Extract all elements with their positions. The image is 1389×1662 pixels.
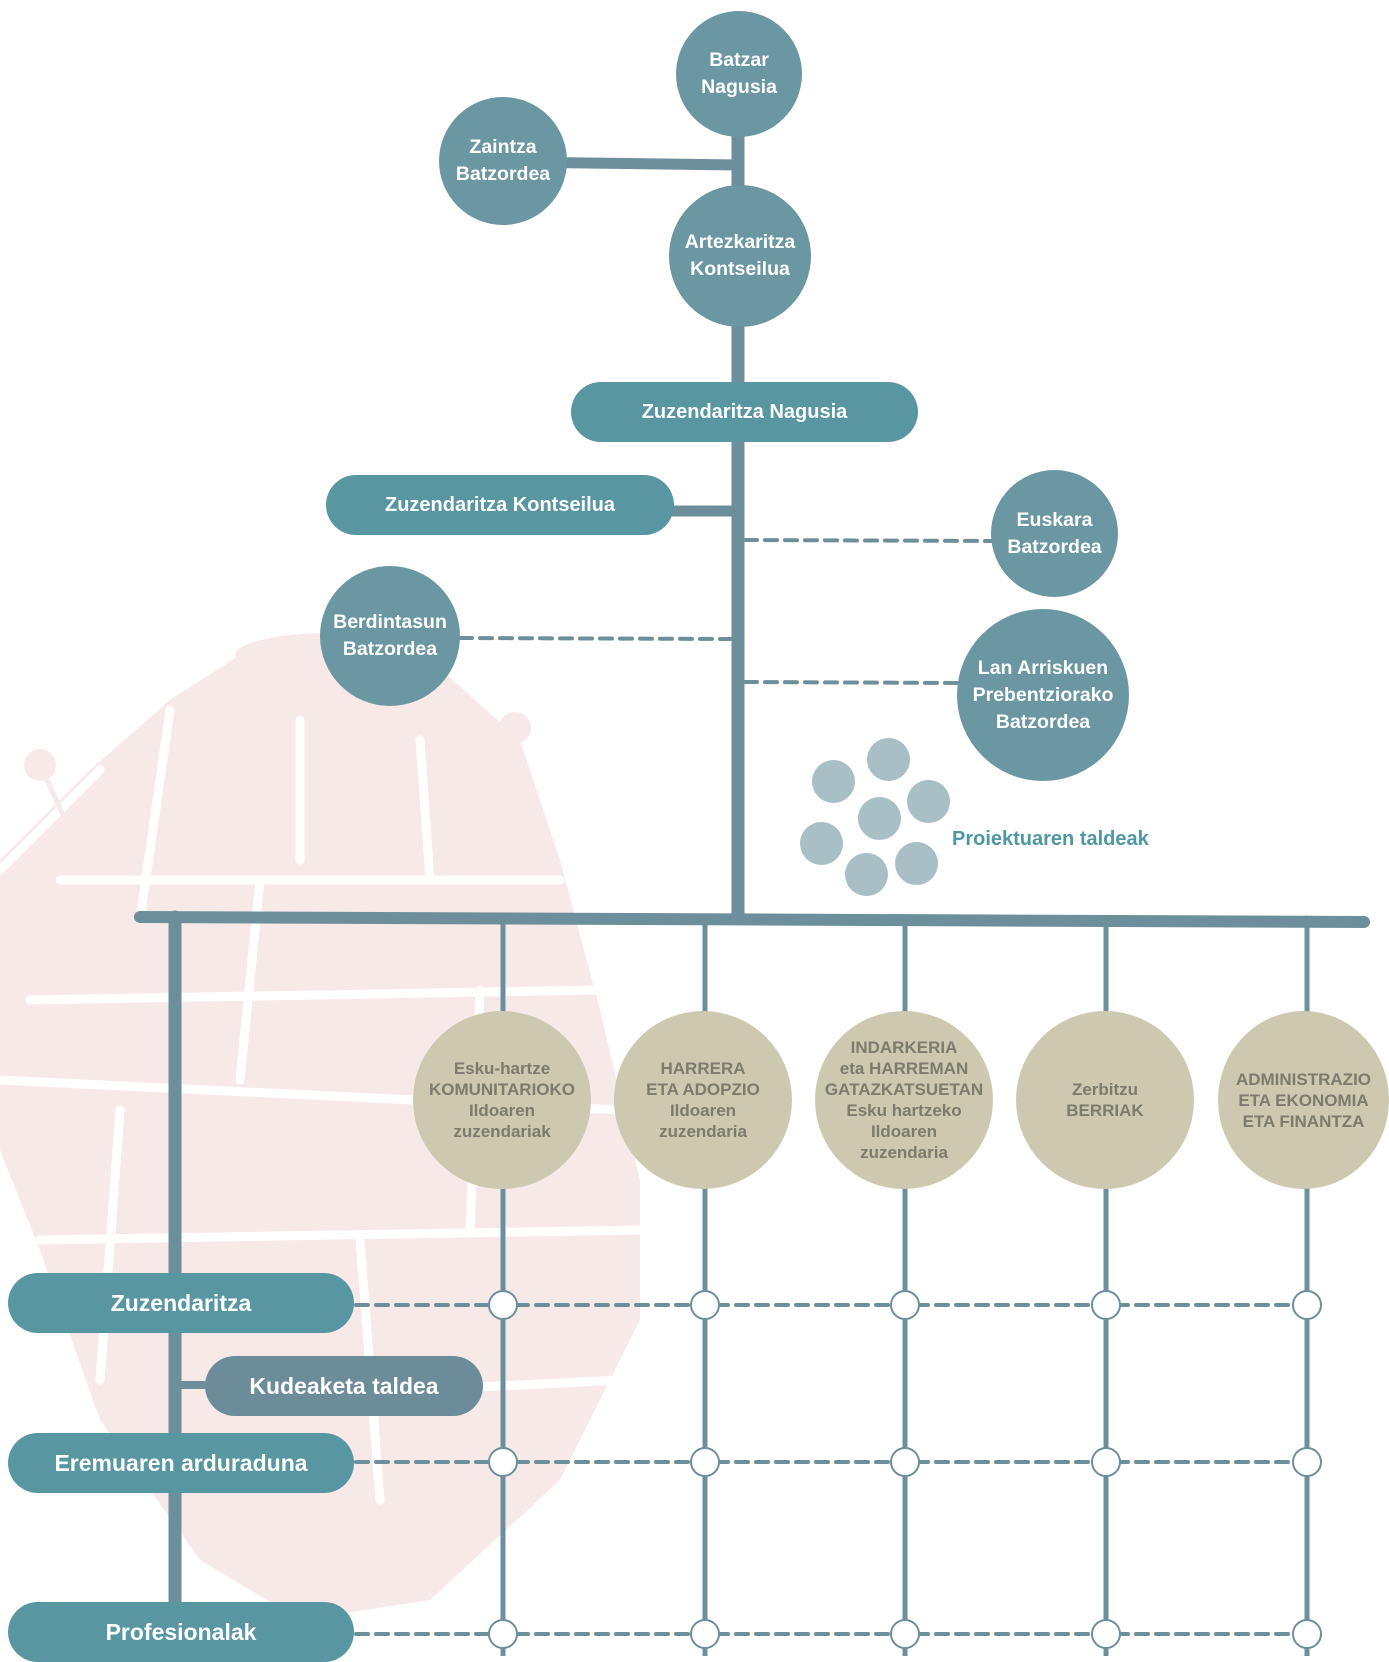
project-dot: [858, 797, 901, 840]
junction-node: [690, 1619, 720, 1649]
line-label-zerbitzu-berriak: Zerbitzu BERRIAK: [1066, 1080, 1144, 1120]
lan-arriskuen-batzordea-label: Lan Arriskuen Prebentziorako Batzordea: [972, 656, 1114, 733]
project-dot: [867, 738, 910, 781]
zaintza-batzordea-label: Zaintza Batzordea: [455, 136, 551, 185]
junction-node: [690, 1290, 720, 1320]
junction-node: [890, 1619, 920, 1649]
euskara-dashed-line: [743, 538, 1002, 543]
batzar-nagusia-label: Batzar Nagusia: [701, 49, 777, 98]
junction-node: [890, 1447, 920, 1477]
line-label-administrazio: ADMINISTRAZIO ETA EKONOMIA ETA FINANTZA: [1235, 1069, 1372, 1131]
zaintza-batzordea-node: Zaintza Batzordea: [439, 97, 567, 225]
junction-node: [1091, 1447, 1121, 1477]
level-kudeaketa-taldea-label: Kudeaketa taldea: [249, 1372, 439, 1399]
junction-node: [488, 1619, 518, 1649]
artezkaritza-kontseilua-label: Artezkaritza Kontseilua: [684, 231, 796, 280]
euskara-batzordea-node: Euskara Batzordea: [991, 470, 1118, 597]
project-dot: [895, 842, 938, 885]
junction-node: [488, 1447, 518, 1477]
level-zuzendaritza-label: Zuzendaritza: [110, 1289, 252, 1316]
berdintasun-dashed-line: [458, 636, 734, 641]
junction-node: [488, 1290, 518, 1320]
line-circle-harrera: HARRERA ETA ADOPZIO Ildoaren zuzendaria: [614, 1011, 792, 1189]
zuzendaritza-nagusia-label: Zuzendaritza Nagusia: [641, 400, 848, 423]
junction-node: [1292, 1447, 1322, 1477]
level-profesionalak: Profesionalak: [8, 1602, 354, 1662]
line-label-indarkeria: INDARKERIA eta HARREMAN GATAZKATSUETAN E…: [824, 1038, 984, 1162]
lan-arriskuen-batzordea-node: Lan Arriskuen Prebentziorako Batzordea: [957, 609, 1129, 781]
level-zuzendaritza: Zuzendaritza: [8, 1273, 354, 1333]
line-label-harrera: HARRERA ETA ADOPZIO Ildoaren zuzendaria: [646, 1059, 760, 1141]
level-eremuaren-arduraduna-label: Eremuaren arduraduna: [54, 1449, 308, 1476]
level-kudeaketa-taldea: Kudeaketa taldea: [205, 1356, 483, 1416]
project-dot: [812, 760, 855, 803]
batzar-nagusia-node: Batzar Nagusia: [676, 11, 802, 137]
project-dot: [907, 780, 950, 823]
horizontal-bar-line: [134, 911, 1370, 928]
zuzendaritza-kontseilua-node: Zuzendaritza Kontseilua: [326, 475, 674, 535]
line-circle-zerbitzu-berriak: Zerbitzu BERRIAK: [1016, 1011, 1194, 1189]
line-label-komunitario: Esku-hartze KOMUNITARIOKO Ildoaren zuzen…: [428, 1059, 576, 1141]
junction-node: [690, 1447, 720, 1477]
junction-node: [1091, 1619, 1121, 1649]
lan-arriskuen-dashed-line: [743, 680, 962, 685]
zuzendaritza-nagusia-node: Zuzendaritza Nagusia: [571, 382, 918, 442]
junction-node: [1292, 1619, 1322, 1649]
berdintasun-batzordea-node: Berdintasun Batzordea: [320, 566, 460, 706]
junction-node: [1292, 1290, 1322, 1320]
junction-node: [890, 1290, 920, 1320]
project-dot: [800, 822, 843, 865]
level-eremuaren-arduraduna: Eremuaren arduraduna: [8, 1433, 354, 1493]
proiektuaren-taldeak-label: Proiektuaren taldeak: [952, 828, 1149, 850]
berdintasun-batzordea-label: Berdintasun Batzordea: [333, 611, 447, 660]
euskara-batzordea-label: Euskara Batzordea: [1007, 508, 1102, 558]
line-circle-komunitario: Esku-hartze KOMUNITARIOKO Ildoaren zuzen…: [413, 1011, 591, 1189]
project-dot: [845, 853, 888, 896]
level-profesionalak-label: Profesionalak: [105, 1618, 257, 1645]
artezkaritza-kontseilua-node: Artezkaritza Kontseilua: [669, 185, 811, 327]
junction-node: [1091, 1290, 1121, 1320]
line-circle-indarkeria: INDARKERIA eta HARREMAN GATAZKATSUETAN E…: [815, 1011, 993, 1189]
zuzendaritza-kontseilua-label: Zuzendaritza Kontseilua: [384, 493, 616, 516]
line-circle-administrazio: ADMINISTRAZIO ETA EKONOMIA ETA FINANTZA: [1218, 1011, 1389, 1189]
